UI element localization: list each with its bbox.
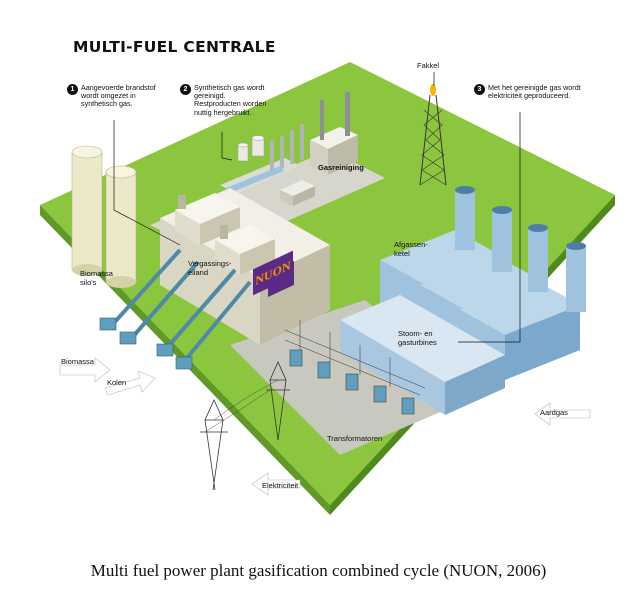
step-1-badge: 1: [67, 84, 78, 95]
conveyors: [99, 248, 252, 370]
leader-lines: [113, 72, 521, 343]
label-kolen: Kolen: [107, 378, 127, 387]
step-2-text: Synthetisch gas wordt gereinigd. Restpro…: [194, 83, 267, 117]
step-3-badge: 3: [474, 84, 485, 95]
page-title: MULTI-FUEL CENTRALE: [73, 38, 276, 56]
flare-tower: [419, 84, 447, 186]
step-3-text: Met het gereinigde gas wordt elektricite…: [488, 83, 581, 101]
plant-drawing: [40, 62, 615, 515]
label-vergassingseiland: Vergassings-eiland: [188, 259, 232, 277]
label-afgassenketel: Afgassen-ketel: [394, 240, 428, 258]
label-aardgas: Aardgas: [540, 408, 568, 417]
turbine-hall: [340, 295, 505, 415]
label-stoom-gasturbines: Stoom- en gasturbines: [398, 329, 437, 347]
pylons: [200, 361, 290, 491]
label-transformatoren: Transformatoren: [327, 434, 383, 443]
label-elektriciteit: Elektriciteit: [262, 481, 299, 490]
label-biomassa-silos: Biomassa silo's: [80, 269, 113, 287]
gas-cleaning-area: [220, 92, 358, 206]
label-biomassa: Biomassa: [61, 357, 94, 366]
label-gasreiniging: Gasreiniging: [318, 163, 364, 172]
input-output-arrows: [59, 357, 591, 496]
transformers: [284, 320, 426, 415]
step-1-text: Aangevoerde brandstof wordt omgezet in s…: [81, 83, 156, 109]
label-fakkel: Fakkel: [417, 61, 440, 70]
step-2-badge: 2: [180, 84, 191, 95]
figure-caption: Multi fuel power plant gasification comb…: [90, 561, 547, 580]
biomass-silos: [71, 145, 137, 288]
